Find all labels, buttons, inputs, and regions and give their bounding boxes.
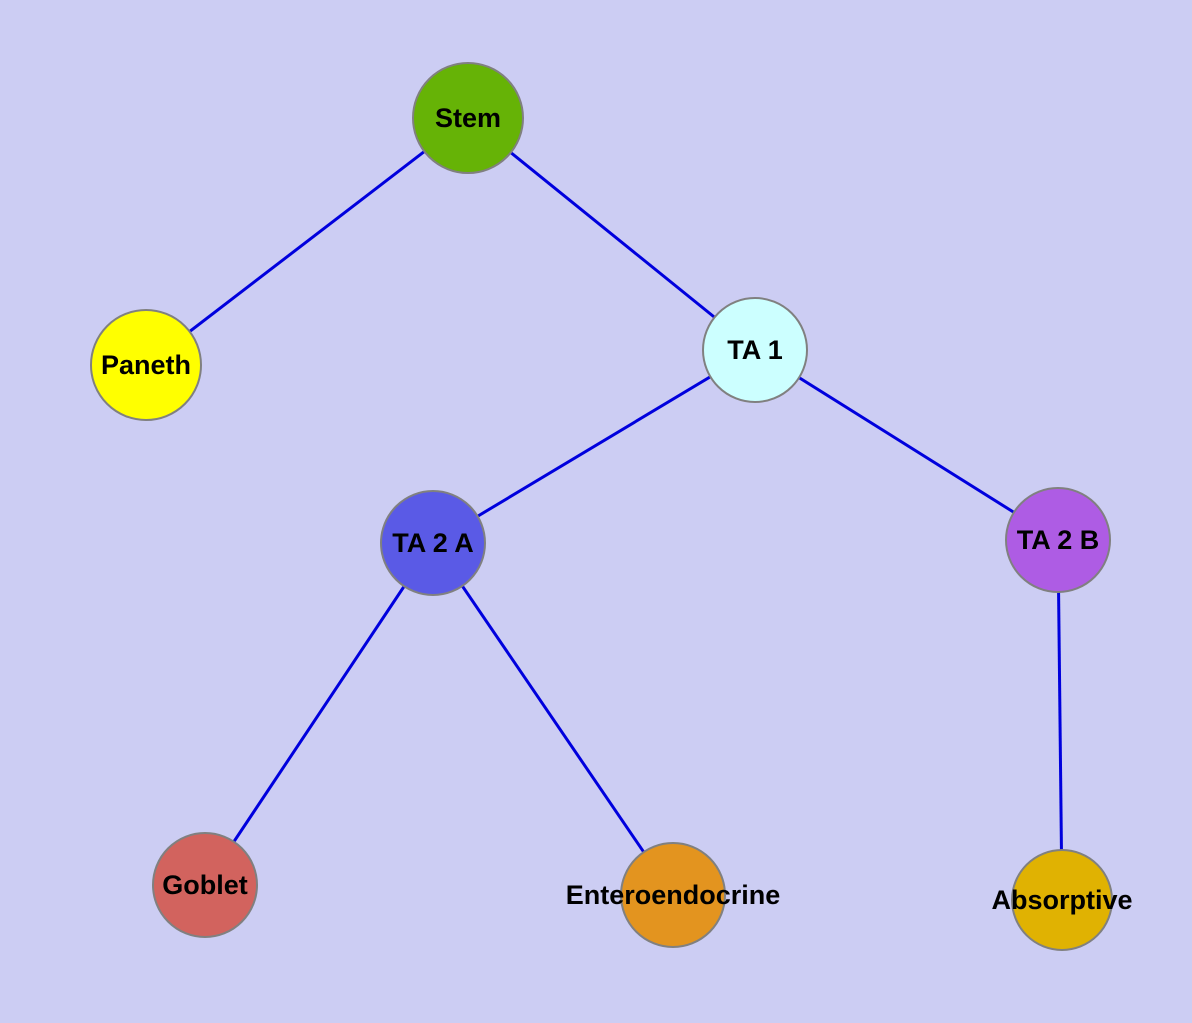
- edge-stem-ta1: [467, 116, 756, 352]
- node-absorptive[interactable]: [1011, 849, 1113, 951]
- nodes-layer: [90, 62, 1113, 951]
- node-label-absorptive: Absorptive: [991, 885, 1132, 915]
- node-ta1[interactable]: [702, 297, 808, 403]
- node-label-goblet: Goblet: [162, 870, 248, 900]
- node-label-ta2a: TA 2 A: [392, 528, 474, 558]
- node-ta2b[interactable]: [1005, 487, 1111, 593]
- edge-ta2a-enteroendocrine: [431, 542, 675, 896]
- edge-ta2a-goblet: [203, 542, 435, 886]
- node-label-stem: Stem: [435, 103, 501, 133]
- edge-stem-paneth: [145, 116, 469, 367]
- edge-ta1-ta2b: [754, 348, 1059, 542]
- node-paneth[interactable]: [90, 309, 202, 421]
- node-label-ta2b: TA 2 B: [1017, 525, 1100, 555]
- node-label-paneth: Paneth: [101, 350, 191, 380]
- node-ta2a[interactable]: [380, 490, 486, 596]
- node-enteroendocrine[interactable]: [620, 842, 726, 948]
- edge-ta1-ta2a: [432, 348, 756, 545]
- node-stem[interactable]: [412, 62, 524, 174]
- node-label-enteroendocrine: Enteroendocrine: [566, 880, 781, 910]
- edge-ta2b-absorptive: [1056, 539, 1064, 901]
- edges-layer: [145, 116, 1064, 901]
- node-goblet[interactable]: [152, 832, 258, 938]
- node-label-ta1: TA 1: [727, 335, 783, 365]
